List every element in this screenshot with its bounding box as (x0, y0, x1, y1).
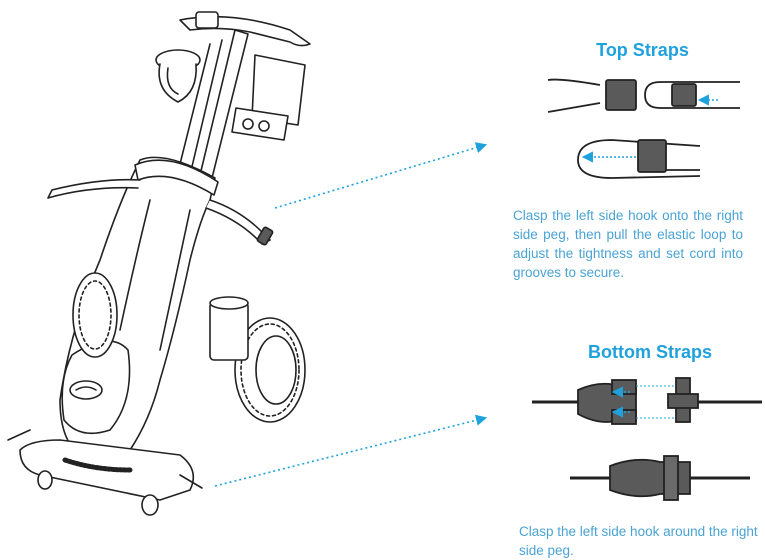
bottom-straps-heading: Bottom Straps (587, 342, 712, 362)
strap-clasp-icon (547, 78, 740, 179)
golf-trolley-illustration (7, 11, 311, 516)
top-strap-pointer (274, 142, 488, 209)
top-straps-heading: Top Straps (596, 40, 689, 60)
bottom-straps-caption: Clasp the left side hook around the righ… (519, 524, 758, 558)
top-straps-caption: Clasp the left side hook onto the right … (513, 208, 743, 280)
strap-hook-icon (532, 377, 762, 501)
bottom-strap-pointer (214, 414, 488, 487)
